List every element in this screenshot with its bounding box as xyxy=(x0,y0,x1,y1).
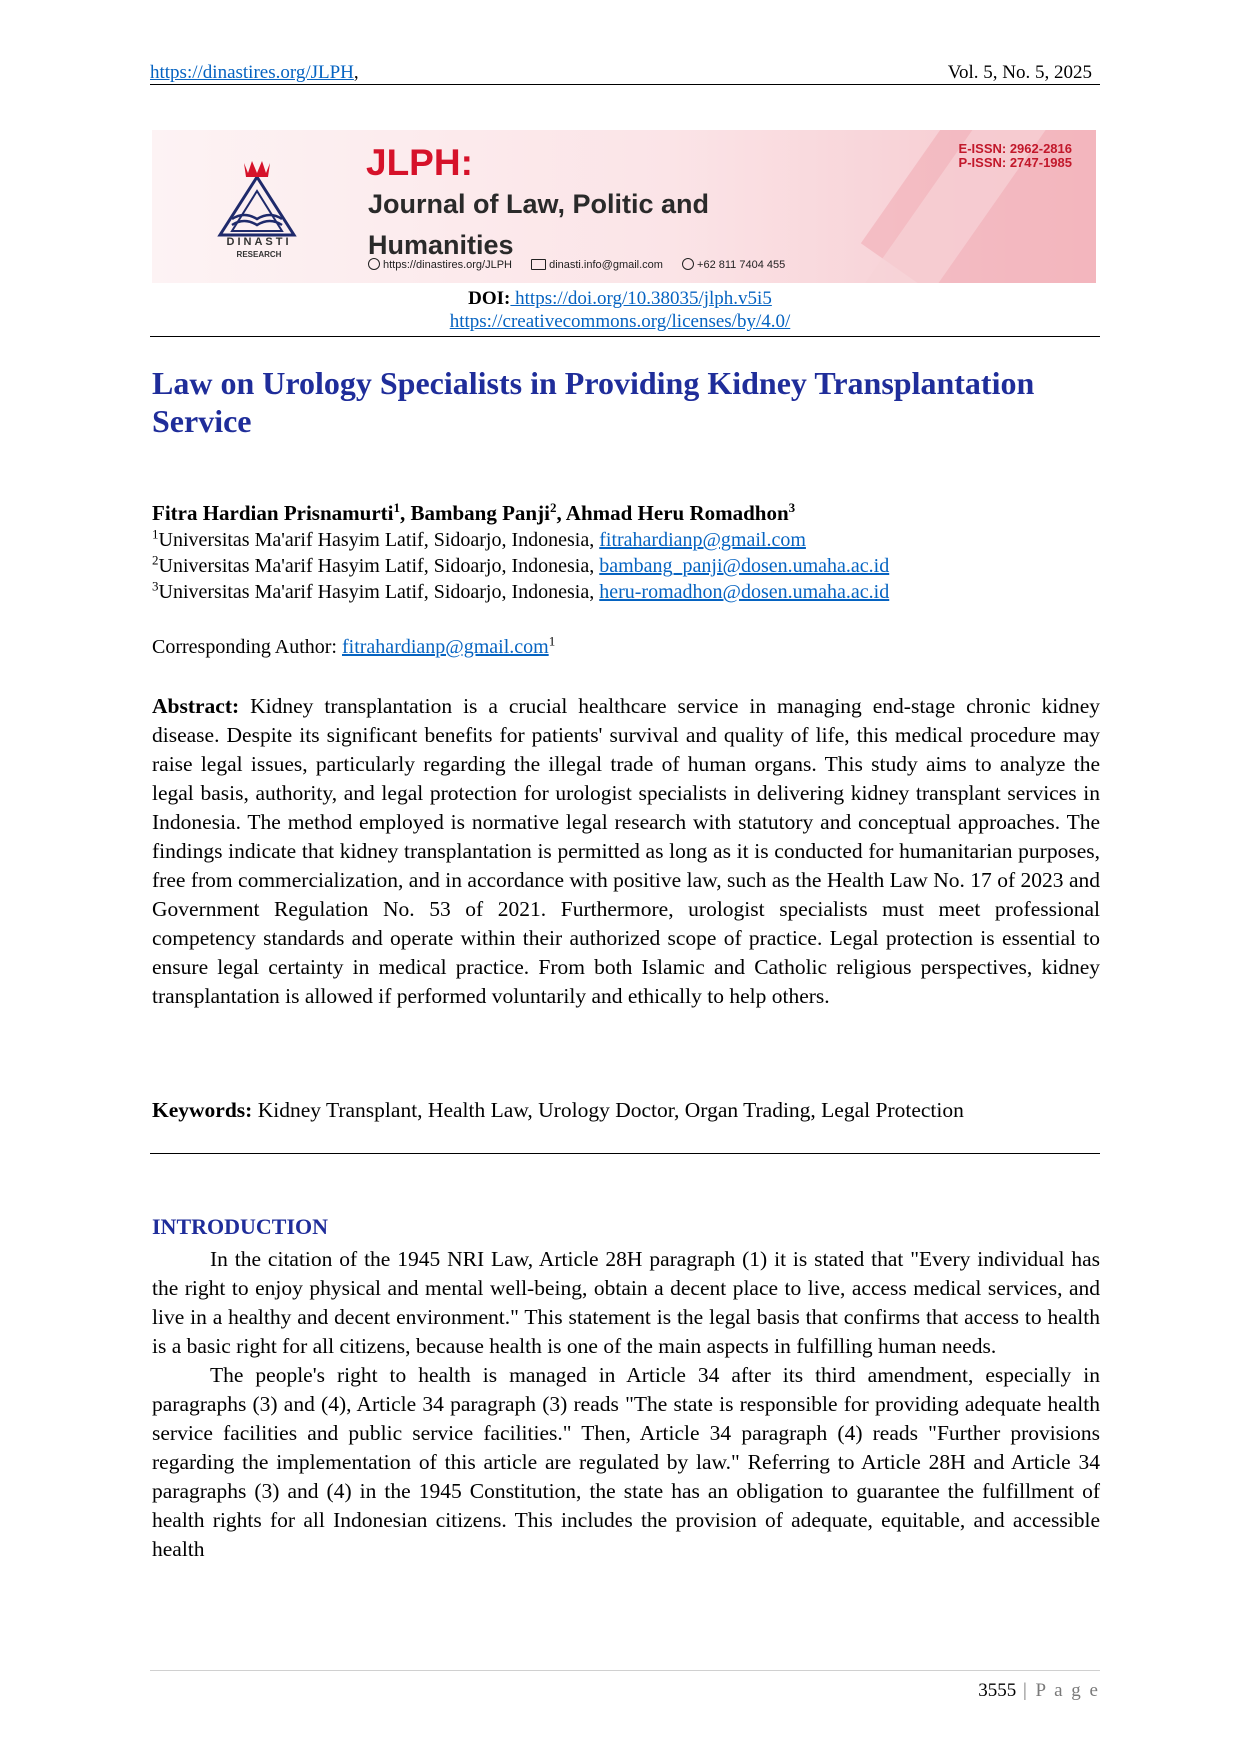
publisher-name: DINASTI xyxy=(226,236,292,248)
corresponding-author: Corresponding Author: fitrahardianp@gmai… xyxy=(152,633,556,659)
phone-contact: +62 811 7404 455 xyxy=(682,258,785,271)
affiliation-2: 2Universitas Ma'arif Hasyim Latif, Sidoa… xyxy=(152,553,1092,579)
website-text: https://dinastires.org/JLPH xyxy=(383,259,513,271)
email-text: dinasti.info@gmail.com xyxy=(549,259,663,271)
email-contact: dinasti.info@gmail.com xyxy=(531,259,663,271)
keywords-text: Kidney Transplant, Health Law, Urology D… xyxy=(252,1098,964,1122)
globe-icon xyxy=(368,258,380,270)
author-1-email[interactable]: fitrahardianp@gmail.com xyxy=(599,529,806,551)
author-3: Ahmad Heru Romadhon xyxy=(565,501,789,525)
page-label: P a g e xyxy=(1035,1680,1100,1701)
journal-name: Journal of Law, Politic and Humanities xyxy=(368,189,710,260)
doi-link[interactable]: https://doi.org/10.38035/jlph.v5i5 xyxy=(510,288,772,309)
pissn: P-ISSN: 2747-1985 xyxy=(958,155,1072,170)
affil-1-sup: 1 xyxy=(152,526,159,542)
author-1-sup: 1 xyxy=(393,500,400,515)
page-separator: | xyxy=(1016,1680,1036,1701)
issn-block: E-ISSN: 2962-2816 P-ISSN: 2747-1985 xyxy=(959,142,1072,170)
divider xyxy=(150,336,1100,337)
intro-paragraph-2: The people's right to health is managed … xyxy=(152,1363,1100,1561)
keywords: Keywords: Kidney Transplant, Health Law,… xyxy=(152,1096,1100,1125)
page-number: 3555 xyxy=(978,1680,1017,1701)
footer-divider xyxy=(150,1670,1100,1671)
author-2-sup: 2 xyxy=(549,500,557,515)
author-3-sup: 3 xyxy=(788,500,796,515)
author-3-email[interactable]: heru-romadhon@dosen.umaha.ac.id xyxy=(599,581,890,603)
affil-2-sup: 2 xyxy=(152,552,159,568)
journal-url-link[interactable]: https://dinastires.org/JLPH xyxy=(150,62,354,83)
affiliation-3: 3Universitas Ma'arif Hasyim Latif, Sidoa… xyxy=(152,579,1092,605)
affil-2-text: Universitas Ma'arif Hasyim Latif, Sidoar… xyxy=(158,555,600,577)
author-2-email[interactable]: bambang_panji@dosen.umaha.ac.id xyxy=(599,555,890,577)
running-header: https://dinastires.org/JLPH, Vol. 5, No.… xyxy=(150,58,1100,85)
affil-3-text: Universitas Ma'arif Hasyim Latif, Sidoar… xyxy=(158,581,600,603)
mail-icon xyxy=(531,259,547,270)
journal-abbreviation: JLPH: xyxy=(366,142,473,183)
journal-url-header: https://dinastires.org/JLPH, xyxy=(150,62,359,84)
author-separator: , xyxy=(556,501,566,525)
corresponding-sup: 1 xyxy=(548,633,556,649)
affil-1-text: Universitas Ma'arif Hasyim Latif, Sidoar… xyxy=(158,529,600,551)
author-names: Fitra Hardian Prisnamurti1, Bambang Panj… xyxy=(152,500,1092,527)
banner-contacts: https://dinastires.org/JLPH dinasti.info… xyxy=(368,258,801,271)
author-1: Fitra Hardian Prisnamurti xyxy=(152,501,394,525)
journal-banner: DINASTI RESEARCH JLPH: Journal of Law, P… xyxy=(152,130,1096,283)
website-contact: https://dinastires.org/JLPH xyxy=(368,258,512,271)
license-link[interactable]: https://creativecommons.org/licenses/by/… xyxy=(449,311,791,332)
keywords-label: Keywords: xyxy=(152,1098,253,1122)
authors-block: Fitra Hardian Prisnamurti1, Bambang Panj… xyxy=(152,500,1092,605)
eissn: E-ISSN: 2962-2816 xyxy=(958,141,1072,156)
dinasti-logo-icon xyxy=(217,161,297,237)
header-url-suffix: , xyxy=(353,62,359,83)
corresponding-email[interactable]: fitrahardianp@gmail.com xyxy=(342,636,549,658)
volume-info: Vol. 5, No. 5, 2025 xyxy=(947,62,1092,83)
corresponding-label: Corresponding Author: xyxy=(152,636,342,658)
author-separator: , xyxy=(399,501,411,525)
abstract-text: Kidney transplantation is a crucial heal… xyxy=(152,694,1100,1008)
affiliation-1: 1Universitas Ma'arif Hasyim Latif, Sidoa… xyxy=(152,527,1092,553)
paper-title: Law on Urology Specialists in Providing … xyxy=(152,365,1035,439)
affil-3-sup: 3 xyxy=(152,578,159,594)
phone-icon xyxy=(682,258,695,270)
abstract: Abstract: Kidney transplantation is a cr… xyxy=(152,692,1100,1011)
abstract-label: Abstract: xyxy=(152,694,240,718)
doi-block: DOI: https://doi.org/10.38035/jlph.v5i5 … xyxy=(0,287,1240,333)
author-2: Bambang Panji xyxy=(410,501,550,525)
phone-text: +62 811 7404 455 xyxy=(697,259,786,271)
section-heading-introduction: INTRODUCTION xyxy=(152,1214,329,1239)
publisher-subtitle: RESEARCH xyxy=(236,250,282,259)
doi-label: DOI: xyxy=(468,288,511,309)
introduction-body: In the citation of the 1945 NRI Law, Art… xyxy=(152,1245,1100,1564)
page-footer: 3555 | P a g e xyxy=(978,1680,1100,1702)
intro-paragraph-1: In the citation of the 1945 NRI Law, Art… xyxy=(152,1247,1100,1358)
divider xyxy=(150,1153,1100,1154)
